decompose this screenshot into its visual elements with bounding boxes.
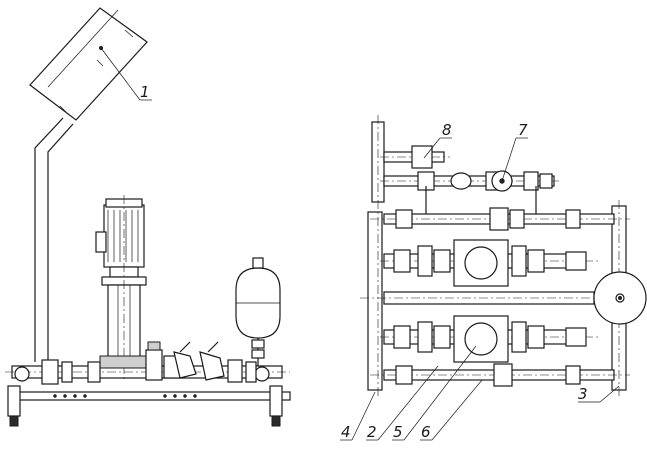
callout-label-6: 6 [421,423,431,441]
callout-label-2: 2 [367,423,377,441]
callout-8: 8 [423,121,452,159]
control-cabinet [29,7,148,121]
plan-view: 8 7 3 4 2 5 6 [340,115,647,441]
frame-holes [53,394,197,398]
callout-5: 5 [392,345,477,441]
vertical-pump [95,195,149,380]
cabinet-support [34,117,74,362]
pump-row-lower [380,315,600,363]
callout-2: 2 [366,365,439,441]
callout-1: 1 [100,47,152,101]
upper-piping [380,145,560,214]
callout-label-3: 3 [578,385,588,403]
callout-7: 7 [501,121,528,182]
callout-label-7: 7 [518,121,528,139]
callout-4: 4 [340,391,376,441]
callout-label-1: 1 [140,83,150,101]
pump-row-upper [380,239,600,287]
callout-label-4: 4 [341,423,351,441]
callout-label-5: 5 [393,423,403,441]
manifold-valves [41,341,257,385]
side-view: 1 [5,7,291,427]
callout-label-8: 8 [442,121,452,139]
base-frame [7,385,291,427]
left-collector [367,115,385,398]
pressure-tank [235,257,281,366]
pressure-vessel [593,271,647,325]
callout-6: 6 [420,379,483,441]
header-valves [395,207,581,387]
callout-3: 3 [578,385,620,403]
